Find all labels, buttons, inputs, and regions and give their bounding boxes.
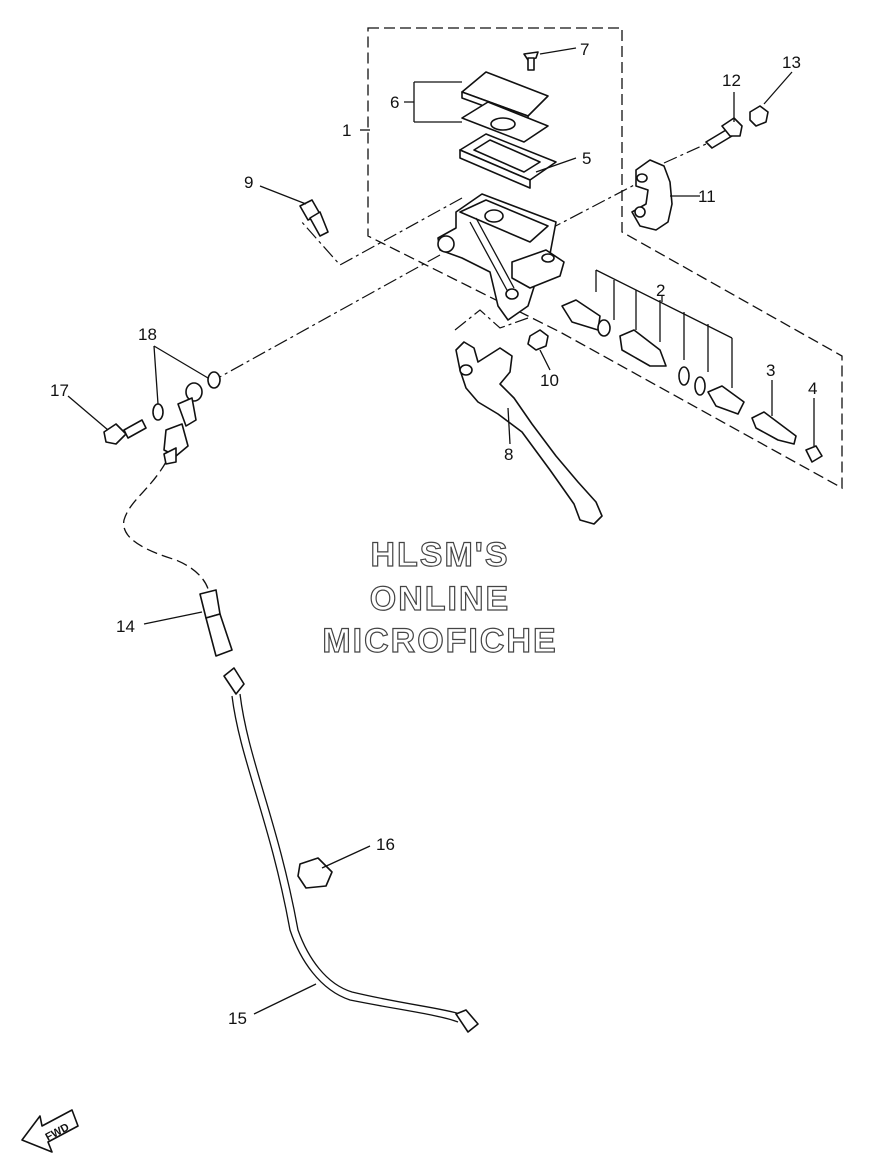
leader-6: [404, 81, 462, 123]
leader-10: [539, 349, 551, 371]
clutch-pipe-part-15: [223, 667, 479, 1033]
callout-3: 3: [766, 361, 775, 380]
piston-kit-part-2: [561, 269, 745, 415]
alignment-line-bolt12: [663, 139, 716, 164]
nut-part-10: [527, 329, 549, 351]
leader-18: [153, 345, 209, 405]
leader-15: [253, 983, 317, 1015]
callout-18: 18: [138, 325, 157, 344]
leader-16: [321, 845, 371, 869]
callout-2: 2: [656, 281, 665, 300]
callout-9: 9: [244, 173, 253, 192]
alignment-line-bolt: [299, 197, 463, 266]
nut-part-13: [749, 105, 769, 127]
holder-part-11: [631, 159, 673, 231]
alignment-line-lever: [454, 309, 529, 331]
callout-7: 7: [580, 40, 589, 59]
watermark-line-1: HLSM'S: [370, 536, 509, 574]
push-rod-part-3: [751, 411, 797, 445]
callout-11: 11: [698, 187, 716, 206]
bolt-part-9: [299, 199, 329, 237]
washer-part-18: [152, 371, 221, 421]
hose-joint-part-14: [199, 589, 233, 657]
watermark-line-2: ONLINE: [370, 580, 510, 618]
callout-13: 13: [782, 53, 801, 72]
hose-routing-line: [123, 461, 211, 601]
leader-7: [539, 47, 577, 55]
clutch-lever-part-8: [455, 341, 603, 525]
leader-13: [763, 71, 793, 105]
callout-16: 16: [376, 835, 395, 854]
callout-6: 6: [390, 93, 399, 112]
plate-part-5: [459, 133, 557, 189]
callout-15: 15: [228, 1009, 247, 1028]
leader-14: [143, 611, 203, 625]
alignment-line-holder: [547, 181, 641, 231]
bolt-part-12: [705, 117, 743, 149]
callout-8: 8: [504, 445, 513, 464]
leader-17: [67, 395, 109, 431]
watermark-line-3: MICROFICHE: [322, 622, 557, 660]
union-bolt-part-17: [103, 419, 147, 445]
hose-upper-fitting: [163, 382, 203, 465]
callout-1: 1: [342, 121, 351, 140]
callout-4: 4: [808, 379, 817, 398]
callout-5: 5: [582, 149, 591, 168]
callout-17: 17: [50, 381, 69, 400]
leader-9: [259, 185, 307, 205]
callout-14: 14: [116, 617, 135, 636]
assembly-boundary: [367, 27, 843, 490]
leader-8: [507, 407, 511, 445]
callout-10: 10: [540, 371, 559, 390]
leader-5: [535, 157, 577, 173]
boot-part-4: [805, 445, 823, 463]
lever-pivot-hole: [459, 364, 473, 376]
reservoir-cap-part-6: [461, 71, 549, 143]
screw-part-7: [523, 51, 539, 71]
master-cylinder-body: [437, 193, 565, 321]
alignment-line-hose: [217, 254, 441, 379]
clamp-part-16: [297, 857, 333, 889]
callout-12: 12: [722, 71, 741, 90]
fwd-arrow-icon: FWD: [21, 1109, 79, 1153]
